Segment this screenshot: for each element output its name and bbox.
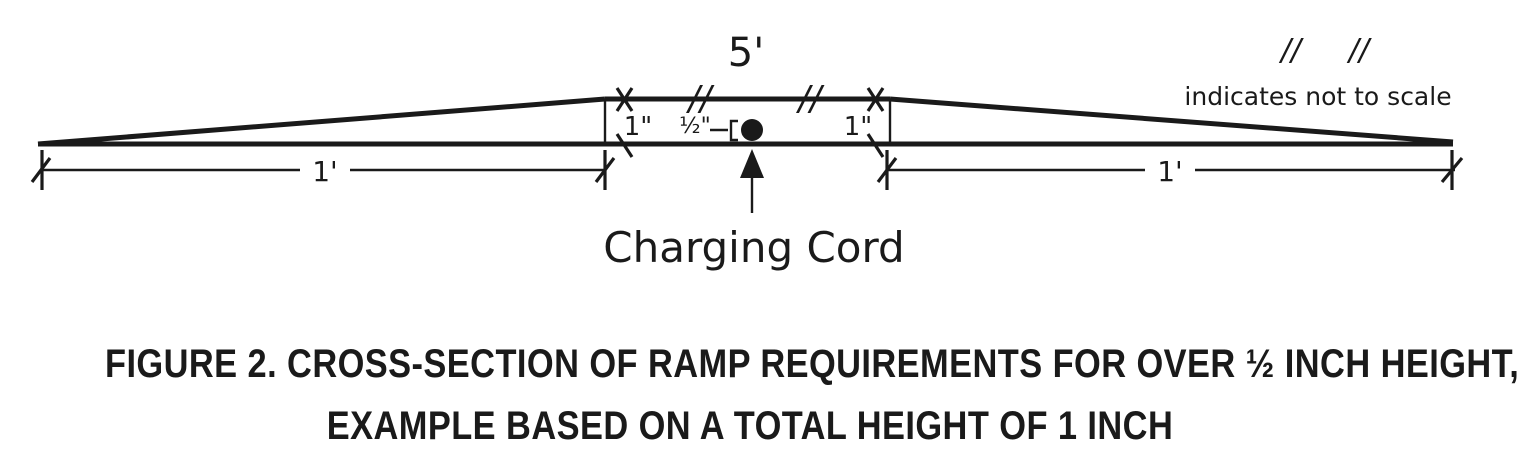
right-run-dimension: 1' — [876, 150, 1464, 190]
charging-cord-dot — [741, 119, 763, 141]
ramp-profile — [37, 96, 1454, 147]
left-run-label: 1' — [312, 155, 338, 188]
tick-mark — [615, 87, 634, 112]
legend-symbol: // // — [1278, 33, 1372, 68]
top-tick-marks — [615, 87, 885, 158]
cord-height-indicator: ½" — [679, 114, 738, 142]
break-mark-left: // — [686, 79, 715, 119]
tick-mark — [615, 133, 634, 158]
left-slope-line — [37, 96, 606, 147]
right-height-label: 1" — [844, 112, 873, 142]
cord-pointer-arrow — [740, 149, 764, 213]
cord-height-bracket — [729, 119, 738, 142]
cord-height-label: ½" — [679, 114, 710, 139]
top-width-label: 5' — [728, 30, 764, 76]
tick-mark — [866, 87, 885, 112]
break-marks: // // — [686, 79, 825, 119]
figure-caption-line-2: EXAMPLE BASED ON A TOTAL HEIGHT OF 1 INC… — [326, 404, 1174, 448]
figure-caption-line-1: FIGURE 2. CROSS-SECTION OF RAMP REQUIREM… — [105, 342, 1519, 386]
break-mark-right: // — [796, 79, 825, 119]
ramp-cross-section-diagram: // // 5' 1" 1" ½" Charging Cord 1' 1' — [30, 30, 1464, 272]
right-run-label: 1' — [1157, 155, 1183, 188]
left-run-dimension: 1' — [30, 150, 616, 190]
left-height-label: 1" — [624, 112, 653, 142]
right-slope-line — [889, 96, 1454, 145]
tick-mark — [866, 133, 885, 158]
scale-legend: // // indicates not to scale — [1184, 33, 1451, 111]
arrow-head — [740, 149, 764, 178]
charging-cord-label: Charging Cord — [603, 223, 904, 272]
legend-text: indicates not to scale — [1184, 82, 1451, 111]
